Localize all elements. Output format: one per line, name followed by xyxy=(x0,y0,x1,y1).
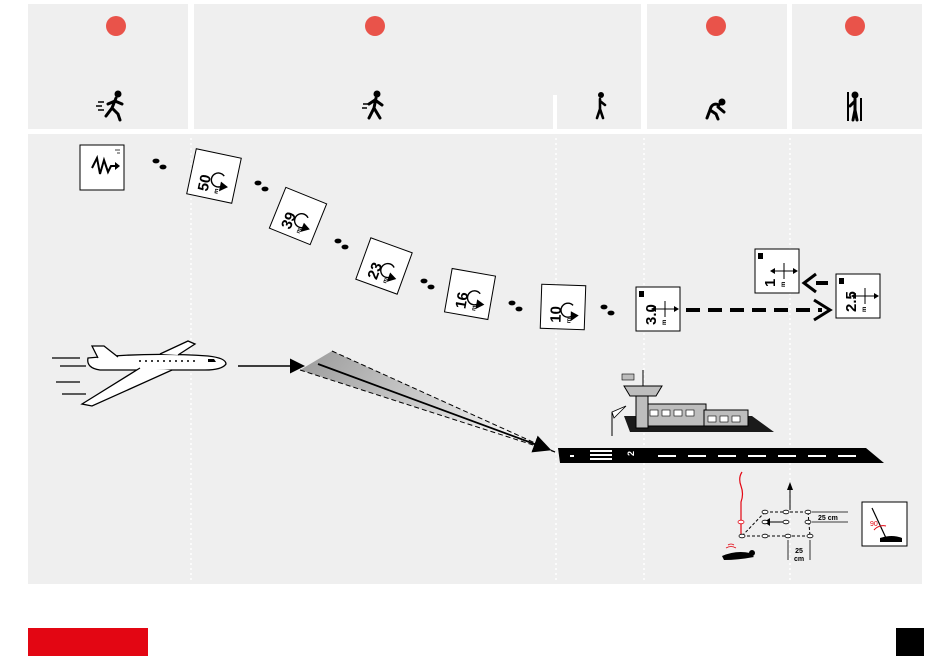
brand-red-bar xyxy=(28,628,148,656)
transceiver-signal-box xyxy=(80,145,124,190)
phase-marker-3 xyxy=(706,16,726,36)
distance-reading: 3.0 xyxy=(643,304,660,325)
phase-panel-2 xyxy=(194,4,641,129)
probe-angle-label: 90 xyxy=(870,521,878,528)
distance-reading: 2.5 xyxy=(843,291,860,312)
distance-unit: m xyxy=(662,320,668,325)
grid-vertical-unit: cm xyxy=(794,556,804,563)
grid-vertical-number: 25 xyxy=(795,548,803,555)
phase-marker-1 xyxy=(106,16,126,36)
runway-number: 2 xyxy=(626,451,636,456)
phase-marker-2 xyxy=(365,16,385,36)
page-marker-box xyxy=(896,628,924,656)
distance-unit: m xyxy=(862,307,868,312)
distance-unit: m xyxy=(781,282,787,287)
runway-icon: 2 xyxy=(558,448,884,463)
phase-header xyxy=(28,4,922,129)
phase-marker-4 xyxy=(845,16,865,36)
distance-reading: 1 xyxy=(762,279,779,287)
transceiver-display: 50m xyxy=(187,149,242,204)
probe-angle-box: 90 xyxy=(862,502,907,546)
grid-horizontal-label: 25 cm xyxy=(818,515,838,522)
